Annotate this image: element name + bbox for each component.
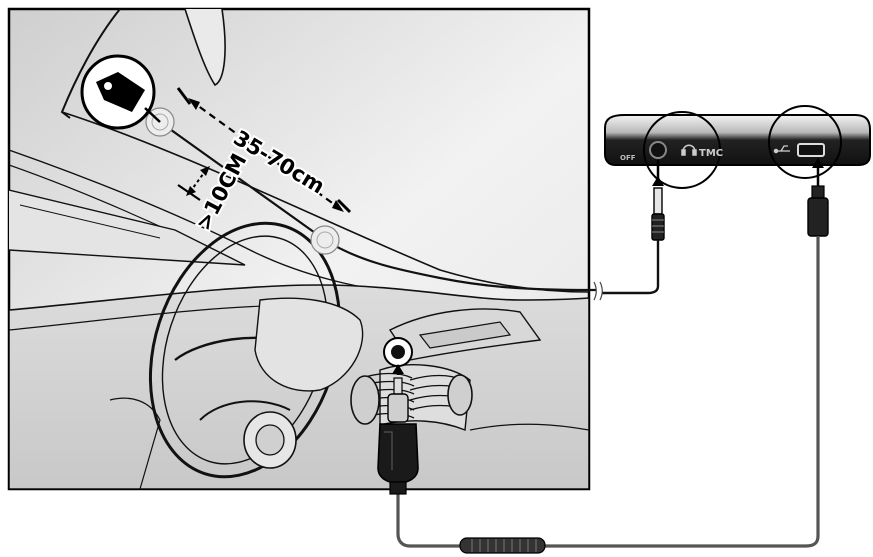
headphone-icon [681,144,697,156]
device-tmc-label: TMC [699,148,723,159]
cigarette-lighter-adapter [377,337,419,495]
antenna-cable [159,121,596,292]
car-interior-panel: 35-70cm >10CM [7,7,596,491]
distance-dimension [176,87,352,214]
offset-dimension [177,166,210,201]
antenna-plug [593,160,665,301]
power-cable [396,158,829,554]
headphone-jack-port [649,141,667,159]
navigation-device: OFF TMC [604,105,871,189]
usb-port [797,143,825,157]
ferrite-bead [459,537,546,554]
usb-icon [773,145,790,154]
device-off-label: OFF [620,154,636,162]
tag-icon [80,54,161,130]
